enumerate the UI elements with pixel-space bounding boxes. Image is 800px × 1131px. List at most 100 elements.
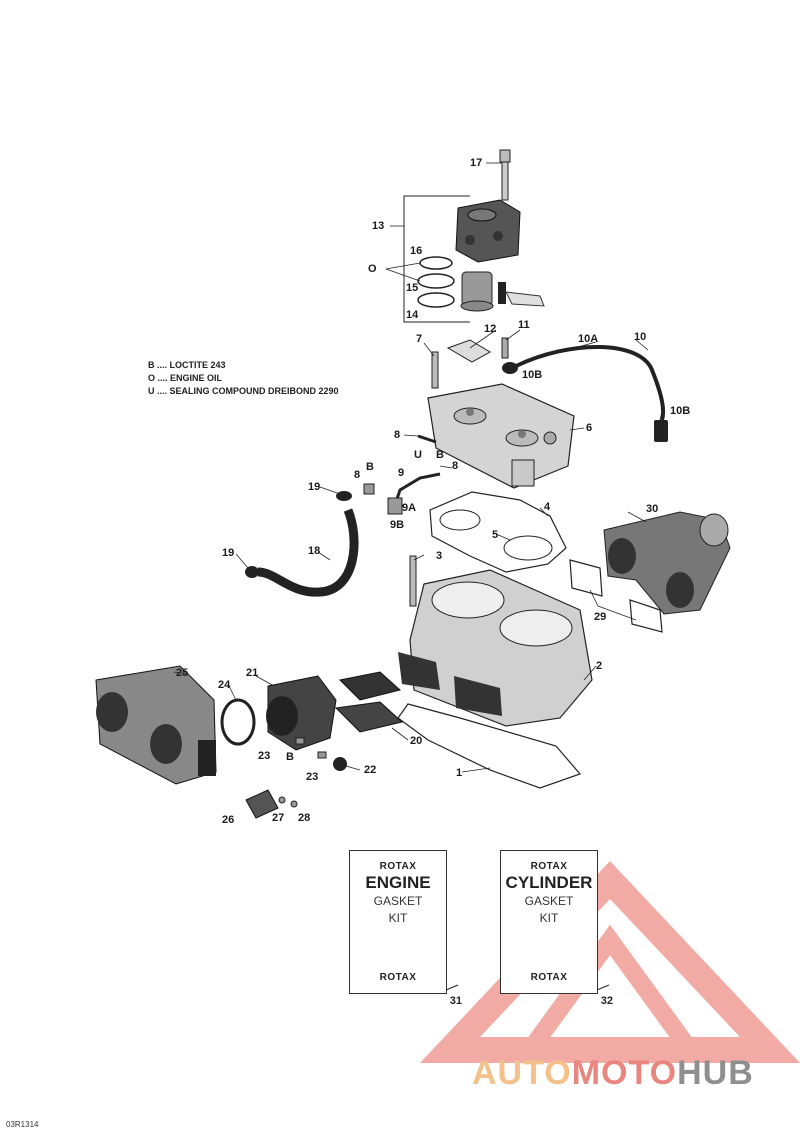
watermark-part-moto: MOTO: [571, 1054, 678, 1092]
callout-27: 27: [272, 812, 285, 824]
bolt-7: [431, 351, 439, 389]
clamp-24: [220, 698, 256, 746]
marker-loctite-2: B: [366, 461, 374, 473]
material-legend: B .... LOCTITE 243 O .... ENGINE OIL U .…: [148, 359, 339, 398]
watermark-part-auto: AUTO: [472, 1054, 572, 1092]
o-ring-16: [419, 256, 453, 270]
sensor-cable-10: [502, 345, 668, 442]
callout-28: 28: [298, 812, 311, 824]
exhaust-gasket-29b: [629, 599, 663, 633]
callout-23-right: 23: [306, 771, 319, 783]
callout-31: 31: [449, 995, 462, 1007]
kit31-line1: GASKET: [373, 894, 423, 908]
callout-10b-connector: 10B: [670, 405, 691, 417]
sensor-9: [387, 472, 441, 515]
cylinder-head-6: [427, 383, 575, 489]
legend-engine-oil: O .... ENGINE OIL: [148, 373, 223, 383]
base-gasket-1: [397, 703, 582, 789]
watermark-text: AUTOMOTOHUB: [472, 1054, 754, 1093]
kit31-brand-top: ROTAX: [379, 861, 417, 872]
clamp-19-upper: [336, 491, 352, 501]
sensor-26: [245, 789, 279, 819]
legend-loctite: B .... LOCTITE 243: [148, 360, 226, 370]
callout-29: 29: [594, 611, 607, 623]
callout-8-left: 8: [354, 469, 361, 481]
screw-11: [501, 337, 509, 359]
callout-10b-sensor: 10B: [522, 369, 543, 381]
hose-18: [257, 508, 359, 597]
kit32-line2: KIT: [539, 911, 559, 925]
sensor-8: [363, 434, 437, 495]
callout-21: 21: [246, 667, 259, 679]
o-ring-15: [417, 273, 455, 289]
callout-12: 12: [484, 323, 497, 335]
callout-3: 3: [436, 550, 443, 562]
callout-19-lower: 19: [222, 547, 235, 559]
leader-lines: [173, 162, 665, 773]
callout-16: 16: [410, 245, 423, 257]
callout-30: 30: [646, 503, 659, 515]
marker-loctite-1: B: [436, 449, 444, 461]
legend-sealing-compound: U .... SEALING COMPOUND DREIBOND 2290: [148, 386, 339, 396]
kit32-brand-bottom: ROTAX: [530, 972, 568, 983]
callout-25: 25: [176, 667, 189, 679]
oring-27: [278, 796, 286, 804]
sensor-assembly: [460, 271, 545, 312]
callout-9a: 9A: [402, 502, 417, 514]
kit31-title: ENGINE: [365, 873, 431, 892]
callout-17: 17: [470, 157, 483, 169]
group-bracket-13: [403, 195, 470, 323]
callout-13: 13: [372, 220, 385, 232]
callout-5: 5: [492, 529, 499, 541]
cylinder-gasket-kit-card: ROTAX CYLINDER GASKET KIT ROTAX 32: [500, 850, 613, 1007]
kit31-brand-bottom: ROTAX: [379, 972, 417, 983]
plate-12: [446, 339, 491, 363]
callout-4: 4: [544, 501, 551, 513]
watermark-part-hub: HUB: [677, 1054, 754, 1092]
callout-20: 20: [410, 735, 423, 747]
callout-10a: 10A: [578, 333, 599, 345]
callout-11: 11: [518, 319, 530, 331]
reed-valve-20b: [334, 701, 404, 733]
callout-22: 22: [364, 764, 377, 776]
throttle-body-25: [95, 665, 217, 785]
callout-10: 10: [634, 331, 647, 343]
watermark-logo: [419, 861, 800, 1063]
screw-28: [290, 800, 298, 808]
intake-adapter-21: [266, 675, 337, 751]
callout-19-upper: 19: [308, 481, 321, 493]
kit32-line1: GASKET: [524, 894, 574, 908]
kit32-title: CYLINDER: [505, 873, 593, 892]
callout-26: 26: [222, 814, 235, 826]
reed-valve-20a: [338, 671, 402, 701]
callout-2: 2: [596, 660, 603, 672]
callout-24: 24: [218, 679, 231, 691]
marker-loctite-3: B: [286, 751, 294, 763]
engine-gasket-kit-card: ROTAX ENGINE GASKET KIT ROTAX 31: [349, 850, 462, 1007]
callout-32: 32: [600, 995, 613, 1007]
cylinder-2: [398, 569, 593, 727]
kit32-brand-top: ROTAX: [530, 861, 568, 872]
callout-7: 7: [416, 333, 423, 345]
callout-8-side: 8: [452, 460, 459, 472]
kit31-fold: [445, 852, 459, 991]
exhaust-manifold-30: [603, 511, 731, 615]
o-ring-14: [417, 292, 455, 308]
clamp-19-lower: [245, 566, 259, 578]
callout-9: 9: [398, 467, 405, 479]
cap-22: [333, 757, 347, 771]
head-gasket-4: [429, 491, 567, 573]
callout-18: 18: [308, 545, 321, 557]
marker-sealing-compound: U: [414, 449, 422, 461]
screw-23a: [295, 737, 305, 745]
exhaust-gasket-29a: [569, 559, 603, 597]
callout-14: 14: [406, 309, 419, 321]
drawing-code: 03R1314: [6, 1120, 39, 1129]
callout-9b: 9B: [390, 519, 405, 531]
callout-8-head: 8: [394, 429, 401, 441]
housing-13: [455, 199, 521, 263]
kit31-line2: KIT: [388, 911, 408, 925]
callout-1: 1: [456, 767, 463, 779]
bolt-17: [499, 149, 511, 201]
